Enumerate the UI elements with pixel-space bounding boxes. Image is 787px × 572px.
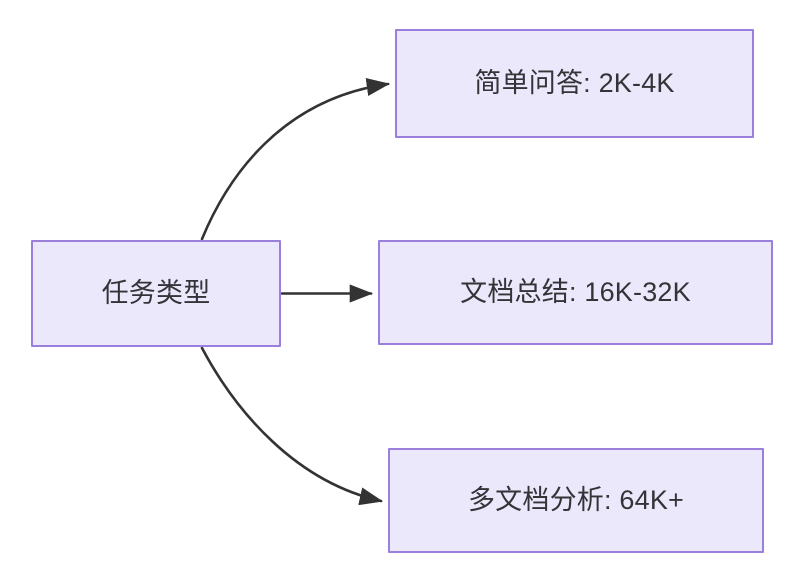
node-simple-qa[interactable]: 简单问答: 2K-4K <box>395 29 754 138</box>
node-document-summary[interactable]: 文档总结: 16K-32K <box>378 240 773 345</box>
node-label: 任务类型 <box>101 277 211 308</box>
node-label: 简单问答: 2K-4K <box>474 67 675 98</box>
node-label: 多文档分析: 64K+ <box>467 484 684 515</box>
node-label: 文档总结: 16K-32K <box>460 276 691 307</box>
edge-root-to-branch-0 <box>200 77 391 241</box>
edge-root-to-branch-2 <box>200 346 384 506</box>
node-multi-document-analysis[interactable]: 多文档分析: 64K+ <box>388 448 764 553</box>
node-task-type-root[interactable]: 任务类型 <box>31 240 281 347</box>
